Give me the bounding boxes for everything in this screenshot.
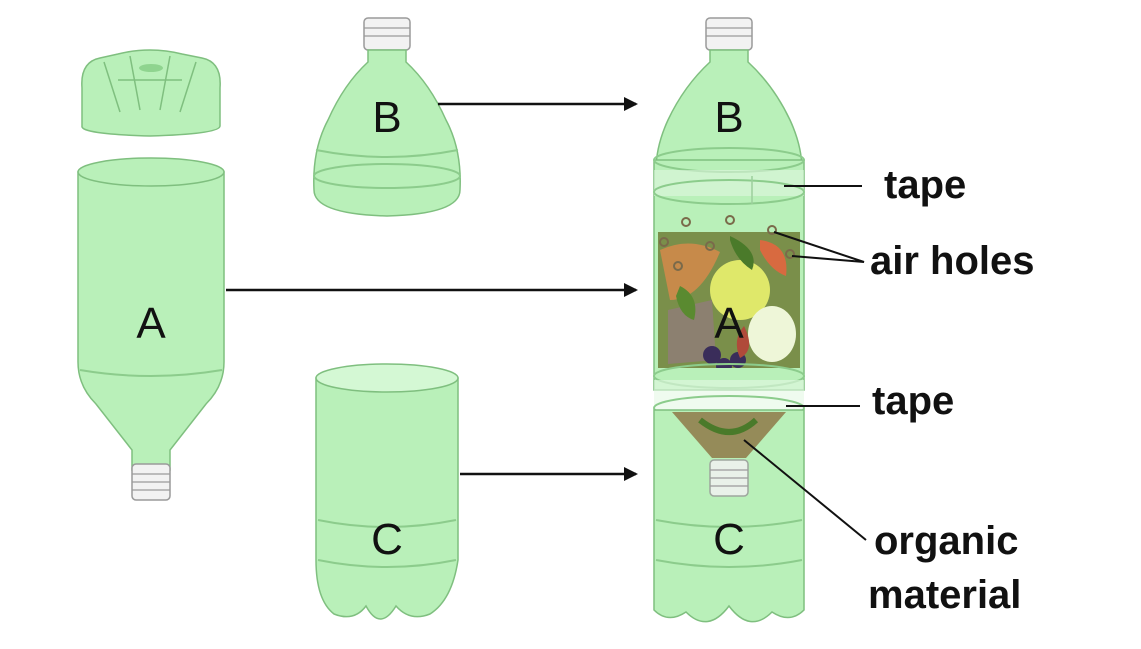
- assembled-a-label: A: [714, 299, 744, 348]
- air-holes-leader: [773, 231, 865, 263]
- air-holes: [659, 215, 795, 271]
- bottle-part-b: B: [313, 17, 461, 217]
- compost-material: [658, 232, 800, 368]
- part-a-label: A: [136, 299, 166, 348]
- bottle-part-a: A: [77, 157, 225, 501]
- tape-top-label: tape: [884, 163, 966, 207]
- cut-bottle-base-piece: [81, 49, 221, 137]
- bottle-part-c: C: [315, 363, 459, 620]
- organic-material-label-line2: material: [868, 573, 1021, 617]
- organic-material-leader: [743, 439, 867, 541]
- assembled-b-label: B: [714, 93, 743, 142]
- air-holes-label: air holes: [870, 239, 1035, 283]
- assembled-compost-column: B A C: [653, 17, 805, 623]
- tape-bottom-label: tape: [872, 379, 954, 423]
- organic-material-label-line1: organic: [874, 519, 1018, 563]
- part-b-label: B: [372, 93, 401, 142]
- assembled-c-label: C: [713, 515, 745, 564]
- part-c-label: C: [371, 515, 403, 564]
